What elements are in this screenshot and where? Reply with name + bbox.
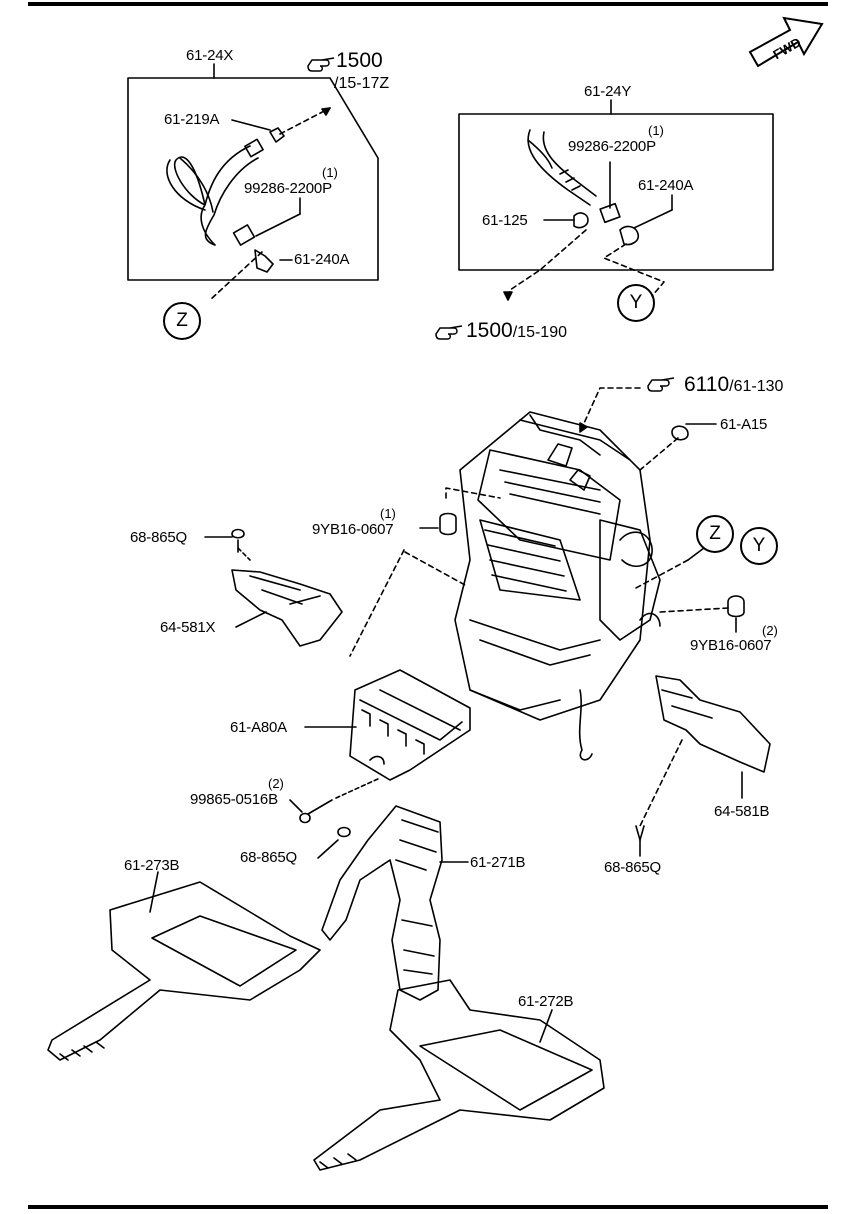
part-label: 61-272B — [518, 993, 574, 1010]
bottom-rule — [28, 1205, 828, 1209]
hand-icon — [435, 325, 463, 340]
part-label: 61-A80A — [230, 719, 287, 736]
top-rule — [28, 2, 828, 6]
part-label: 61-125 — [482, 212, 528, 229]
duct-61-272B — [313, 979, 605, 1171]
part-label: 61-219A — [164, 111, 220, 128]
hand-icon — [307, 57, 335, 72]
ref-left: 1500 — [336, 49, 383, 72]
qty-label: (1) — [322, 165, 338, 180]
hvac-unit — [454, 411, 661, 761]
assembly-label-right: 61-24Y — [584, 83, 632, 100]
part-label: 9YB16-0607 — [312, 521, 394, 538]
qty-label: (1) — [380, 506, 396, 521]
hand-icon — [647, 377, 675, 392]
part-label: 61-240A — [294, 251, 350, 268]
qty-label: (2) — [762, 623, 778, 638]
duct-64-581B — [655, 675, 771, 773]
duct-61-271B — [321, 805, 443, 1001]
assembly-label-left: 61-24X — [186, 47, 234, 64]
part-label: 61-240A — [638, 177, 694, 194]
part-label: 61-273B — [124, 857, 180, 874]
right-box-outline — [458, 113, 774, 271]
part-label: 99286-2200P — [568, 138, 656, 155]
part-label: 64-581X — [160, 619, 216, 636]
left-hose — [173, 145, 259, 246]
callout-z: Z — [163, 302, 201, 340]
ref-left-sub: /15-17Z — [334, 75, 390, 92]
duct-64-581x — [231, 569, 343, 647]
callout-y: Y — [617, 284, 655, 322]
part-label: 61-A15 — [720, 416, 768, 433]
case-61-A80A — [349, 669, 471, 781]
part-label: 99865-0516B — [190, 791, 278, 808]
ref-right: 1500/15-190 — [466, 319, 567, 342]
part-label: 64-581B — [714, 803, 770, 820]
right-hose — [527, 129, 597, 206]
part-label: 68-865Q — [130, 529, 187, 546]
qty-label: (2) — [268, 776, 284, 791]
duct-61-273B — [47, 881, 321, 1061]
qty-label: (1) — [648, 123, 664, 138]
part-label: 68-865Q — [604, 859, 661, 876]
part-label: 68-865Q — [240, 849, 297, 866]
fwd-arrow-icon: FWD — [748, 16, 824, 68]
part-label: 9YB16-0607 — [690, 637, 772, 654]
callout-z: Z — [696, 515, 734, 553]
part-label: 99286-2200P — [244, 180, 332, 197]
callout-y: Y — [740, 527, 778, 565]
ref-main: 6110/61-130 — [684, 373, 784, 396]
part-label: 61-271B — [470, 854, 526, 871]
left-box-outline — [127, 77, 379, 281]
